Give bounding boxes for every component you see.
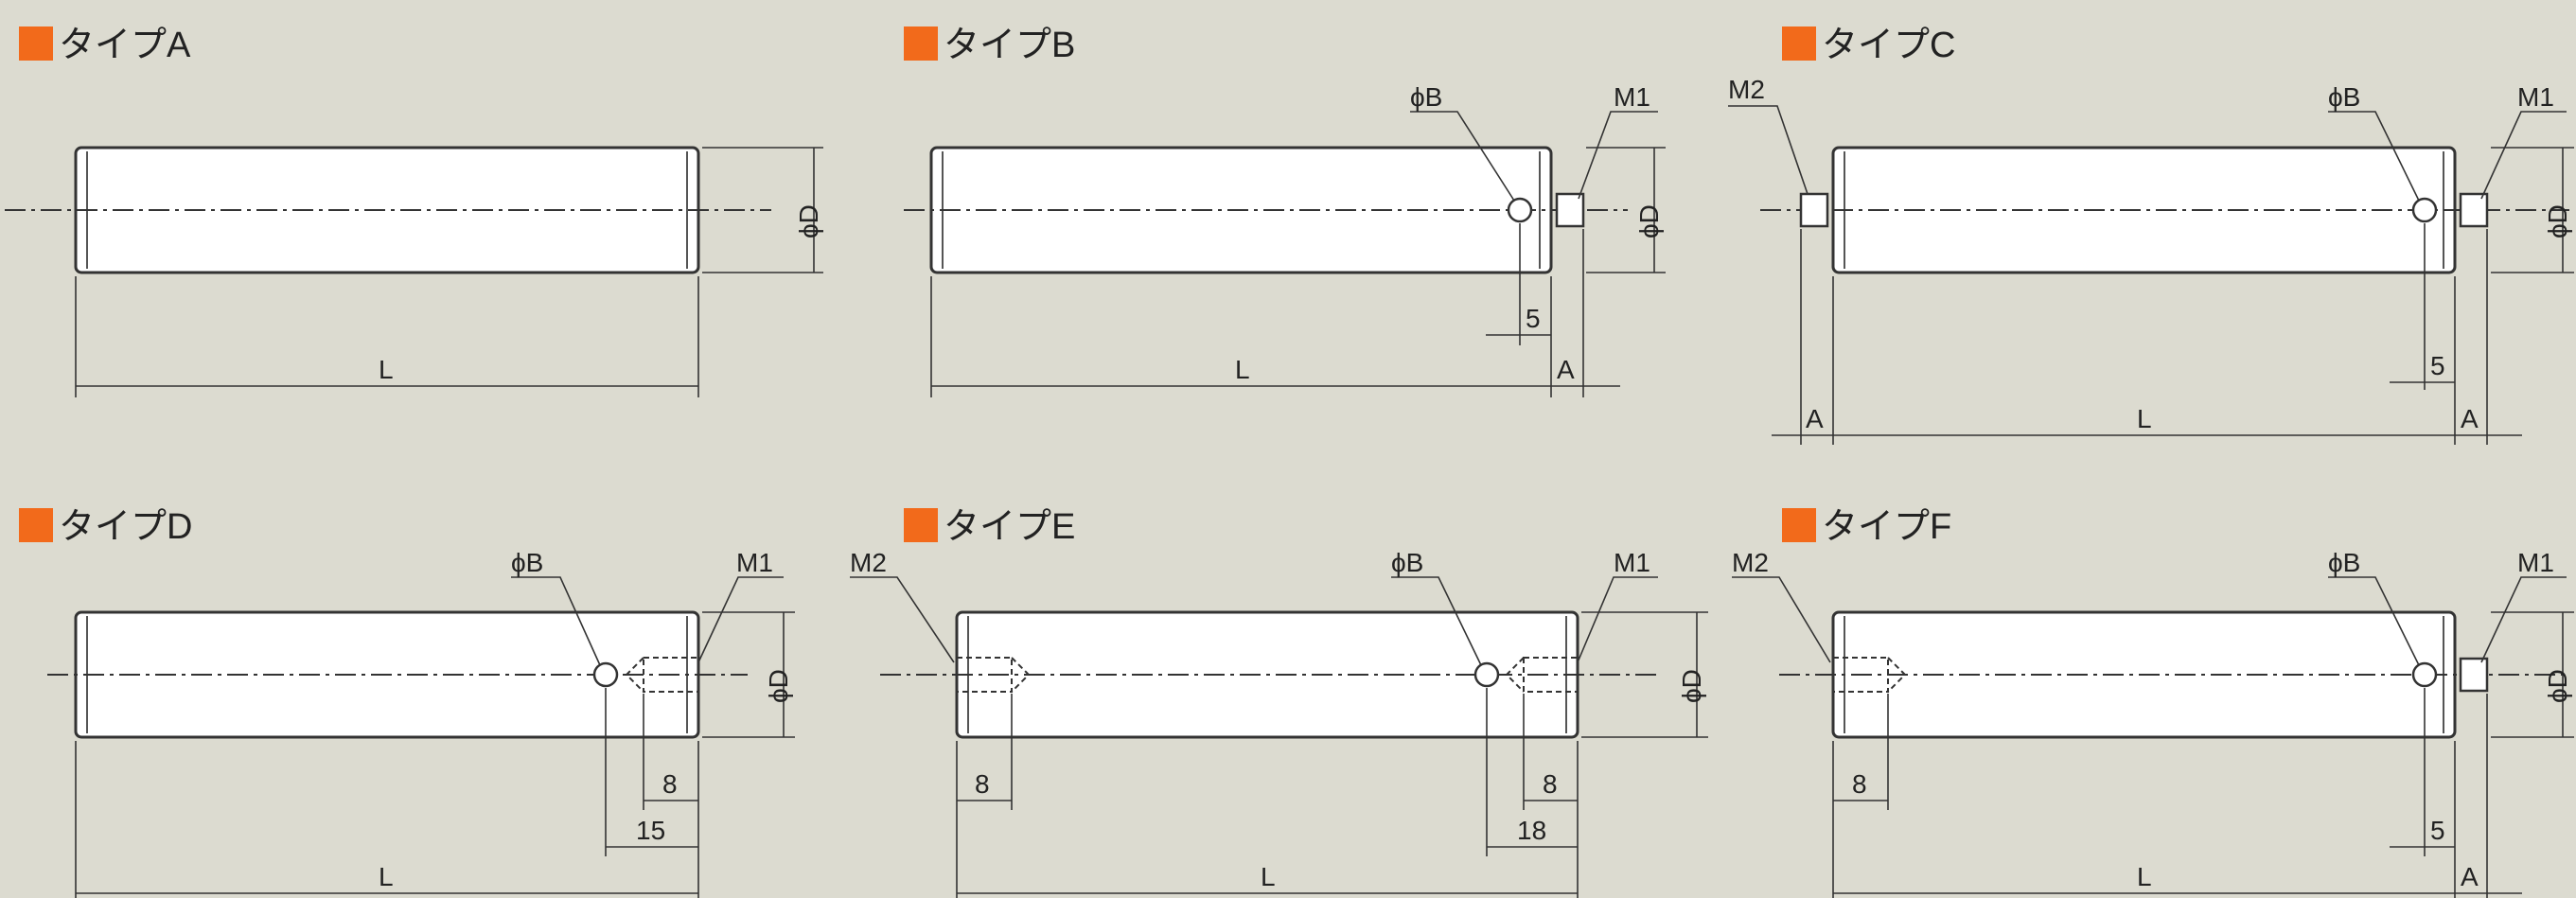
panel-type-b: タイプB ϕB M1 ϕD 5 L A bbox=[904, 26, 1666, 397]
dimension-label-15: 15 bbox=[636, 816, 665, 845]
label-m1: M1 bbox=[1614, 82, 1650, 112]
label-phi-b: ϕB bbox=[1391, 548, 1423, 577]
label-m1: M1 bbox=[2517, 82, 2554, 112]
label-phi-b: ϕB bbox=[1410, 82, 1442, 112]
dimension-label-a: A bbox=[2461, 862, 2479, 891]
leader-m2 bbox=[850, 576, 955, 663]
panel-type-a: タイプA ϕD L bbox=[5, 26, 823, 397]
hidden-drill-point bbox=[1505, 657, 1525, 693]
leader-m2 bbox=[1732, 576, 1831, 663]
panel-type-d: タイプD ϕB M1 ϕD 8 15 L bbox=[19, 507, 795, 898]
leader-b bbox=[1410, 111, 1515, 202]
leader-b bbox=[2328, 111, 2420, 202]
dimension-label-8-left: 8 bbox=[975, 769, 990, 799]
dimension-label-d: ϕD bbox=[794, 204, 823, 238]
label-m1: M1 bbox=[1614, 548, 1650, 577]
panel-title: タイプF bbox=[1822, 507, 1951, 547]
cross-hole bbox=[1507, 197, 1533, 223]
dimension-label-a-right: A bbox=[2461, 404, 2479, 433]
orange-marker-icon bbox=[1782, 26, 1816, 61]
hidden-drill-point bbox=[625, 657, 644, 693]
dimension-label-8-right: 8 bbox=[1543, 769, 1558, 799]
dimension-label-5: 5 bbox=[2430, 816, 2445, 845]
label-phi-b: ϕB bbox=[511, 548, 543, 577]
hidden-tapped-hole-m1 bbox=[1523, 657, 1579, 693]
panel-type-e: タイプE M2 ϕB M1 ϕD 8 8 18 bbox=[850, 507, 1708, 898]
leader-m1 bbox=[1578, 111, 1658, 200]
orange-marker-icon bbox=[1782, 508, 1816, 542]
panel-title: タイプC bbox=[1822, 26, 1955, 65]
panel-title: タイプB bbox=[944, 26, 1075, 65]
dimension-label-18: 18 bbox=[1517, 816, 1546, 845]
tapped-hole-m2 bbox=[1799, 192, 1829, 228]
hidden-drill-point bbox=[1011, 657, 1031, 693]
label-m1: M1 bbox=[736, 548, 773, 577]
dimension-label-l: L bbox=[379, 355, 394, 384]
tapped-hole-m1 bbox=[2459, 657, 2489, 693]
leader-m2 bbox=[1728, 105, 1808, 195]
panel-title: タイプD bbox=[59, 507, 192, 547]
tapped-hole-m1 bbox=[2459, 192, 2489, 228]
orange-marker-icon bbox=[904, 508, 938, 542]
cross-hole bbox=[2411, 197, 2438, 223]
dimension-label-5: 5 bbox=[1526, 304, 1541, 333]
label-m1: M1 bbox=[2517, 548, 2554, 577]
hidden-tapped-hole-m2 bbox=[956, 657, 1013, 693]
dimension-label-l: L bbox=[1261, 862, 1276, 891]
leader-b bbox=[2328, 576, 2420, 666]
leader-b bbox=[1391, 576, 1482, 666]
orange-marker-icon bbox=[904, 26, 938, 61]
cross-hole bbox=[592, 661, 619, 688]
dimension-label-8: 8 bbox=[662, 769, 678, 799]
leader-m1 bbox=[1577, 576, 1658, 663]
tapped-hole-m1 bbox=[1555, 192, 1585, 228]
dimension-label-l: L bbox=[2137, 404, 2152, 433]
dimension-label-d: ϕD bbox=[2543, 669, 2572, 703]
dimension-label-l: L bbox=[2137, 862, 2152, 891]
dimension-label-l: L bbox=[379, 862, 394, 891]
orange-marker-icon bbox=[19, 26, 53, 61]
dimension-label-d: ϕD bbox=[1634, 204, 1664, 238]
dimension-label-d: ϕD bbox=[764, 669, 793, 703]
dimension-label-8: 8 bbox=[1852, 769, 1867, 799]
panel-type-f: タイプF M2 ϕB M1 ϕD 8 5 L A bbox=[1732, 507, 2574, 898]
panel-type-c: タイプC M2 ϕB M1 ϕD 5 A L A bbox=[1728, 26, 2574, 445]
orange-marker-icon bbox=[19, 508, 53, 542]
hidden-tapped-hole-m1 bbox=[643, 657, 699, 693]
panel-title: タイプE bbox=[944, 507, 1075, 547]
leader-m1 bbox=[697, 576, 784, 663]
label-phi-b: ϕB bbox=[2328, 548, 2360, 577]
cross-hole bbox=[2411, 661, 2438, 688]
hidden-tapped-hole-m2 bbox=[1832, 657, 1889, 693]
dimension-label-5: 5 bbox=[2430, 351, 2445, 380]
leader-m1 bbox=[2480, 576, 2567, 663]
dimension-label-a-left: A bbox=[1806, 404, 1824, 433]
leader-m1 bbox=[2480, 111, 2567, 200]
dimension-label-l: L bbox=[1235, 355, 1250, 384]
shaft-body bbox=[1831, 146, 2457, 274]
dimension-label-a: A bbox=[1557, 355, 1575, 384]
cross-hole bbox=[1473, 661, 1500, 688]
panel-title: タイプA bbox=[59, 26, 191, 65]
label-m2: M2 bbox=[1732, 548, 1769, 577]
dimension-label-d: ϕD bbox=[1677, 669, 1706, 703]
dimension-label-d: ϕD bbox=[2543, 204, 2572, 238]
label-phi-b: ϕB bbox=[2328, 82, 2360, 112]
label-m2: M2 bbox=[1728, 75, 1765, 104]
hidden-drill-point bbox=[1887, 657, 1907, 693]
leader-b bbox=[511, 576, 601, 666]
label-m2: M2 bbox=[850, 548, 887, 577]
